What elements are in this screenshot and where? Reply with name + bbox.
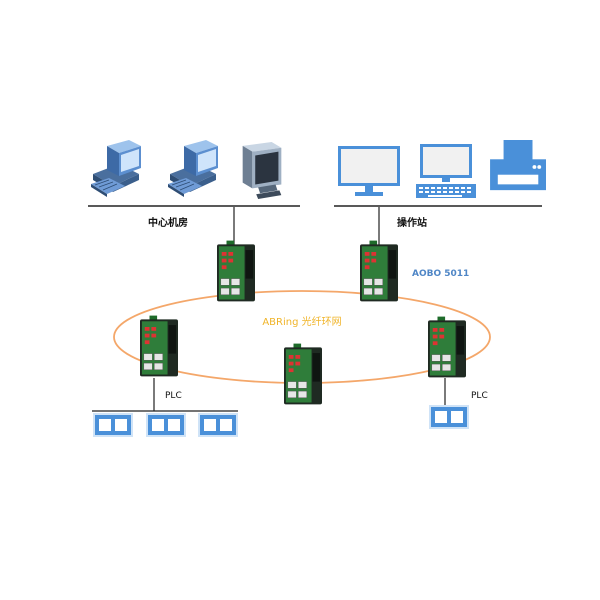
plc-module-icon — [198, 413, 238, 437]
industrial-switch-icon — [428, 316, 466, 378]
control-room-label: 中心机房 — [148, 216, 188, 229]
plc-left-label: PLC — [165, 391, 182, 401]
plc-right-label: PLC — [471, 391, 488, 401]
desktop-pc-icon — [167, 140, 219, 198]
operator-station-label: 操作站 — [397, 216, 427, 229]
industrial-switch-icon — [217, 240, 255, 302]
plc-module-icon — [429, 405, 469, 429]
industrial-switch-icon — [284, 343, 322, 405]
crt-monitor-icon — [242, 142, 282, 200]
plc-module-icon — [93, 413, 133, 437]
industrial-switch-icon — [360, 240, 398, 302]
printer-icon — [490, 140, 546, 191]
ring-name-label: ABRing 光纤环网 — [262, 315, 341, 328]
lcd-computer-icon — [416, 144, 476, 198]
lcd-monitor-icon — [338, 146, 400, 196]
industrial-switch-icon — [140, 315, 178, 377]
desktop-pc-icon — [90, 140, 142, 198]
plc-module-icon — [146, 413, 186, 437]
switch-model-label: AOBO 5011 — [412, 269, 469, 279]
